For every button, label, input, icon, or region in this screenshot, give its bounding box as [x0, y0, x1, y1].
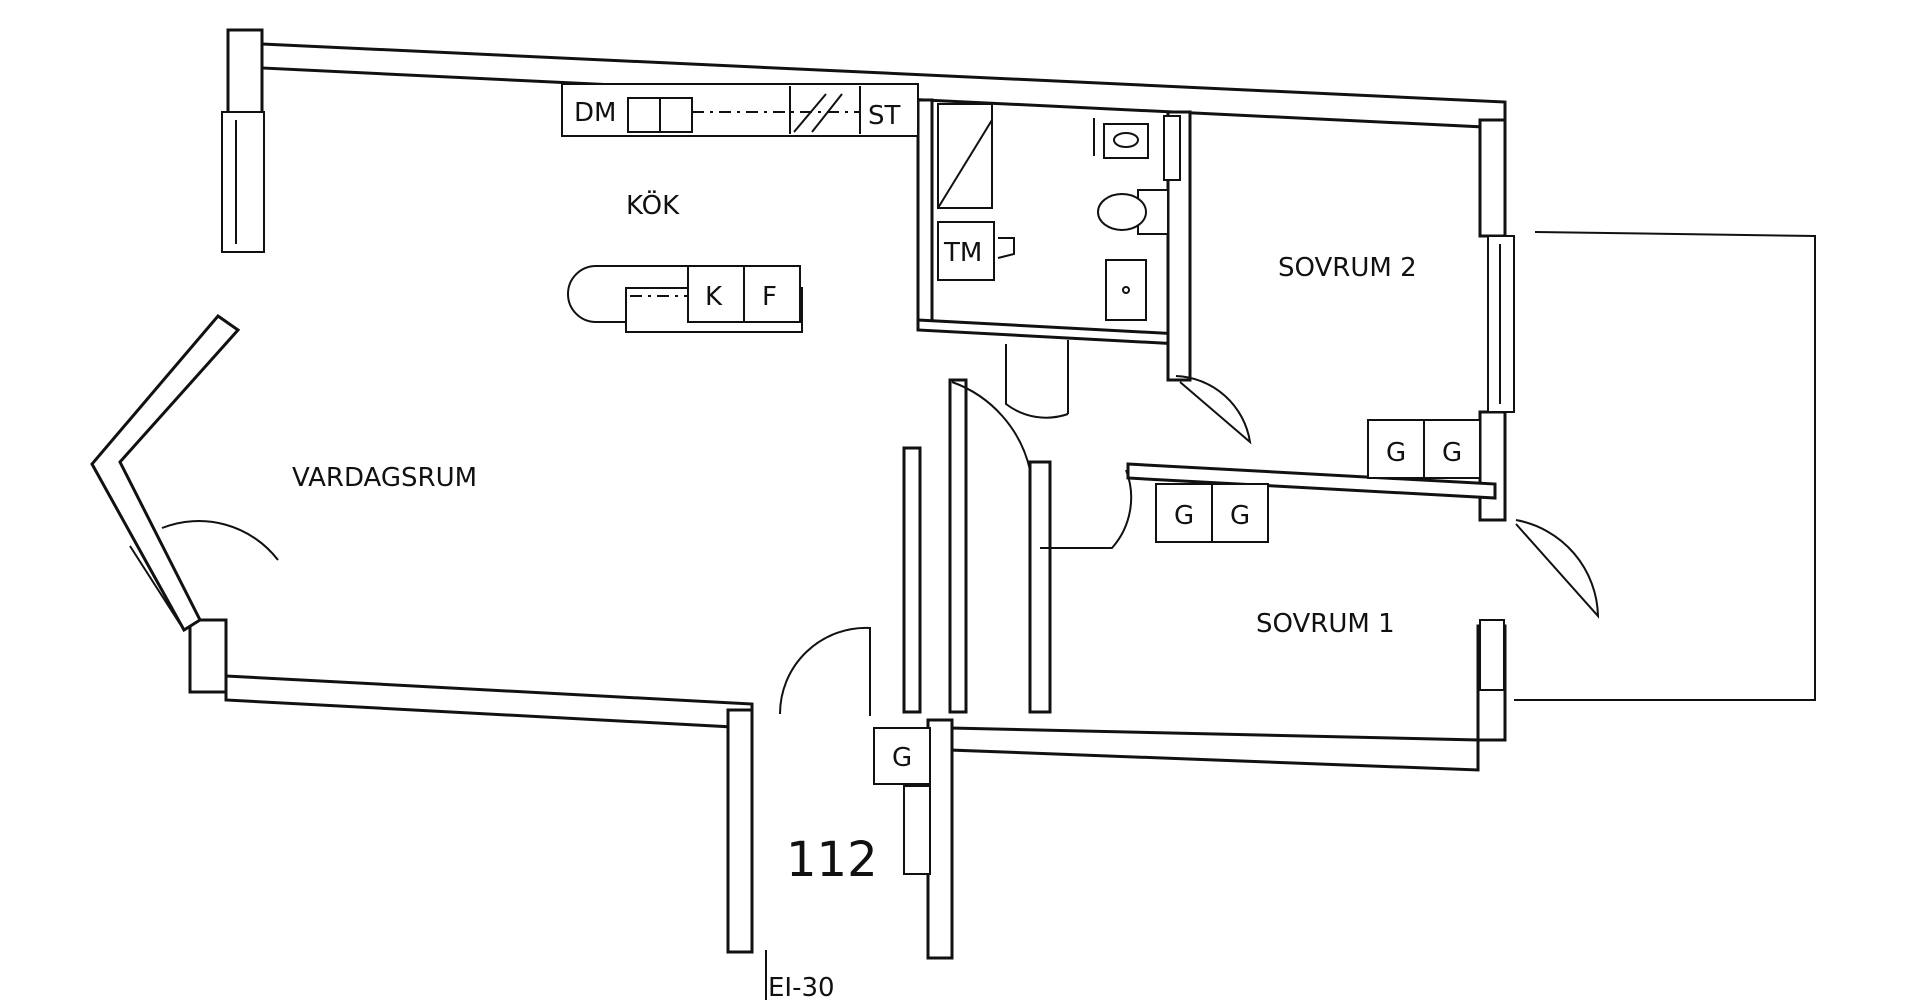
bath-cabinet — [1163, 115, 1181, 181]
entrance-wall-right — [926, 718, 954, 960]
sink-bowl-left — [627, 97, 661, 133]
balcony-door-bedroom1[interactable] — [1515, 519, 1600, 619]
bedroom1-door[interactable] — [1040, 469, 1133, 549]
wardrobe-bedroom1-a — [1155, 483, 1213, 543]
washbasin — [1105, 259, 1147, 321]
wardrobe-label: G — [1230, 501, 1250, 531]
bay-window-wall — [90, 313, 241, 633]
freezer-label: F — [762, 282, 777, 312]
bathroom: TM — [937, 103, 1181, 321]
room-label-kitchen: KÖK — [626, 189, 680, 221]
wardrobe-label: G — [892, 743, 912, 773]
shower — [937, 103, 993, 209]
room-label-bedroom-1: SOVRUM 1 — [1256, 609, 1395, 639]
wardrobe-bedroom1-b — [1211, 483, 1269, 543]
entrance-door-class: EI-30 — [768, 973, 835, 1002]
windows — [221, 111, 1515, 691]
apartment-number: 112 — [786, 832, 878, 888]
entrance-wall-left — [726, 708, 754, 954]
window-left — [221, 111, 265, 253]
room-label-bedroom-2: SOVRUM 2 — [1278, 253, 1417, 283]
dryer-outline — [997, 237, 1015, 259]
hall-shelf — [903, 785, 931, 875]
right-wall-mid — [1478, 410, 1507, 522]
wardrobe-label: G — [1442, 438, 1462, 468]
refrigerator — [687, 265, 745, 323]
bathroom-wall-bottom — [916, 318, 1182, 346]
refrigerator-label: K — [705, 282, 723, 312]
stove-label: ST — [868, 101, 901, 131]
dishwasher-label: DM — [574, 98, 616, 128]
wardrobe-bedroom2-a — [1367, 419, 1425, 479]
bedroom2-door[interactable] — [1175, 375, 1252, 445]
room-labels: KÖK VARDAGSRUM SOVRUM 1 SOVRUM 2 112 EI-… — [292, 189, 1417, 1002]
corridor-wall-right — [1028, 460, 1052, 714]
kitchen-island: K F — [567, 265, 803, 333]
wardrobe-label: G — [1386, 438, 1406, 468]
wardrobe-bedroom2-b — [1423, 419, 1481, 479]
bottom-wall-left — [224, 674, 754, 730]
wardrobe-hall — [873, 727, 931, 785]
freezer — [743, 265, 801, 323]
window-right-lower — [1479, 619, 1505, 691]
hall-wall-vertical — [948, 378, 968, 714]
washing-machine — [937, 221, 995, 281]
left-wall-lower — [188, 618, 228, 694]
room-label-living-room: VARDAGSRUM — [292, 463, 477, 493]
bottom-wall-right — [948, 726, 1480, 772]
washing-machine-label: TM — [943, 238, 982, 268]
wardrobe-label: G — [1174, 501, 1194, 531]
closet-door[interactable] — [951, 381, 1031, 471]
exterior-walls — [90, 28, 1507, 960]
balcony-door-living[interactable] — [129, 520, 279, 625]
mirror-cabinet — [1103, 123, 1149, 159]
counter — [561, 83, 919, 137]
kitchen-counter: DM ST — [561, 83, 919, 137]
corridor-wall-left — [902, 446, 922, 714]
interior-walls — [902, 98, 1497, 714]
right-wall-upper — [1478, 118, 1507, 238]
toilet-bowl — [1097, 193, 1147, 231]
doors[interactable] — [129, 340, 1600, 716]
bathroom-door[interactable] — [1005, 344, 1069, 419]
sink-bowl-right — [659, 97, 693, 133]
balcony — [1514, 231, 1816, 701]
wardrobes: G G G G G — [873, 419, 1481, 875]
apartment-entrance-door[interactable] — [778, 626, 871, 716]
bathroom-wall-left — [916, 98, 934, 328]
